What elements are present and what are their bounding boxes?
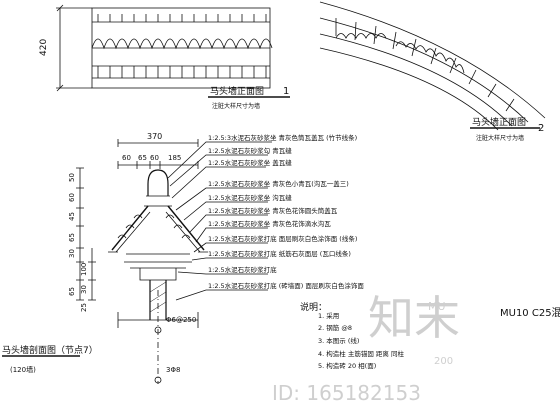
elevation-1-dim-height: 420 <box>39 39 49 56</box>
dim-25: 25 <box>80 303 88 312</box>
notes-line-3: 3. 本图示 (线) <box>318 336 359 345</box>
callout-7: 1:2.5水泥石灰砂浆坐 青灰色花饰滴水沟瓦 <box>208 219 331 228</box>
watermark-mark: MU <box>428 300 446 313</box>
callout-10: 1:2.5水泥石灰砂浆打底 <box>208 265 277 274</box>
elevation-2-number: 2 <box>538 123 544 134</box>
callout-2: 1:2.5水泥石灰砂浆勾 青瓦缝 <box>208 146 292 155</box>
watermark-id: ID: 165182153 <box>272 381 421 405</box>
section-title: 马头墙剖面图（节点7） <box>2 344 98 356</box>
elevation-2-note: 注脏大样尺寸为墙 <box>476 134 524 142</box>
dim-45: 45 <box>68 212 76 221</box>
callout-9: 1:2.5水泥石灰砂浆打底 纸筋石灰面层 (瓦口线条) <box>208 249 351 258</box>
watermark-small: 200 <box>434 356 453 367</box>
dim-60c: 60 <box>68 193 76 202</box>
concrete-grade: MU10 C25混凝土 <box>500 306 560 319</box>
section-subtitle: (120墙) <box>10 365 36 374</box>
notes-heading: 说明： <box>300 301 327 313</box>
dim-65: 65 <box>138 154 147 162</box>
rebar-label: Φ6@250 <box>166 316 196 324</box>
elevation-1-number: 1 <box>283 86 289 97</box>
rebar-label-2: 3Φ8 <box>166 366 180 374</box>
dim-370: 370 <box>147 132 162 141</box>
callout-11: 1:2.5水泥石灰砂浆打底 (砖墙面) 面层刷灰白色涂饰面 <box>208 281 364 290</box>
callout-1: 1:2.5:3水泥石灰砂浆坐 青灰色筒瓦盖瓦 (竹节线条) <box>208 133 357 142</box>
callout-6: 1:2.5水泥石灰砂浆坐 青灰色花饰圆头筒盖瓦 <box>208 206 338 215</box>
callout-5: 1:2.5水泥石灰砂浆坐 沟瓦缝 <box>208 193 292 202</box>
callout-8: 1:2.5水泥石灰砂浆打底 面层刷灰白色涂饰面 (线条) <box>208 234 357 243</box>
dim-50: 50 <box>68 173 76 182</box>
watermark-logo-text: 知末 <box>368 291 460 345</box>
dim-65b: 65 <box>68 233 76 242</box>
notes-line-5: 5. 构造砖 20 相(面) <box>318 361 376 370</box>
callout-3: 1:2.5水泥石灰砂浆坐 盖瓦缝 <box>208 158 292 167</box>
elevation-2-title: 马头墙正面图 <box>472 116 526 128</box>
dim-60b: 60 <box>150 154 159 162</box>
dim-185: 185 <box>168 154 181 162</box>
section-drawing <box>2 139 272 384</box>
elevation-1-drawing <box>56 4 290 98</box>
elevation-1-note: 注脏大样尺寸为墙 <box>212 102 260 110</box>
elevation-1-title: 马头墙正面图 <box>210 85 264 97</box>
dim-100: 100 <box>80 263 88 276</box>
dim-30: 30 <box>68 249 76 258</box>
notes-line-1: 1. 采用 <box>318 311 339 320</box>
notes-line-2: 2. 钢筋 @8 <box>318 323 352 332</box>
dim-65c: 65 <box>68 287 76 296</box>
elevation-2-drawing <box>319 1 546 131</box>
notes-line-4: 4. 构造柱 主筋锚固 距离 同柱 <box>318 349 404 358</box>
callout-4: 1:2.5水泥石灰砂浆坐 青灰色小青瓦(沟瓦一盖三) <box>208 179 349 188</box>
dim-30b: 30 <box>80 285 88 294</box>
dim-60: 60 <box>122 154 131 162</box>
